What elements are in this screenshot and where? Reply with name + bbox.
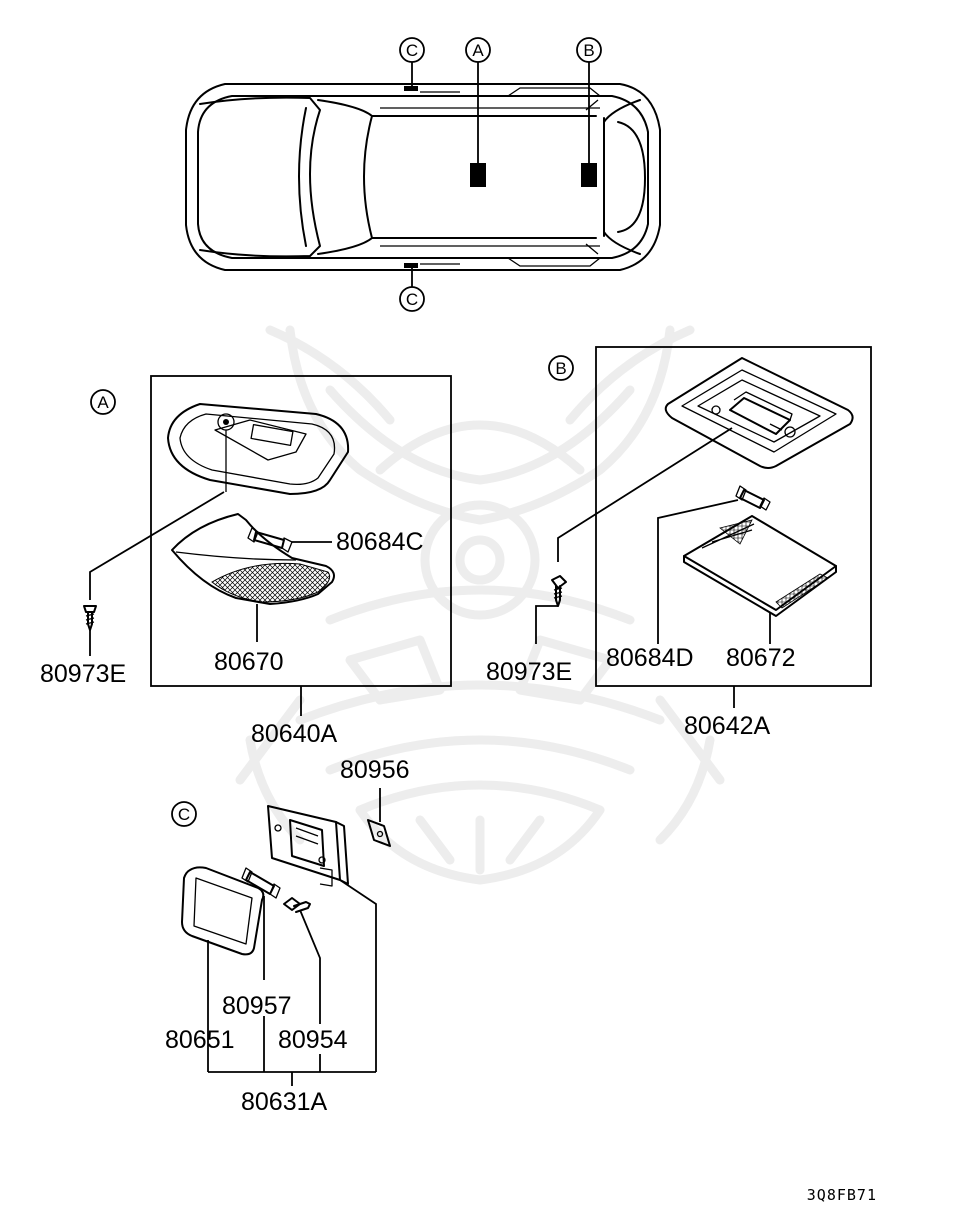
callout-c-top: C: [399, 37, 425, 63]
part-number-80957: 80957: [222, 992, 292, 1020]
svg-text:C: C: [406, 290, 418, 309]
part-number-80670: 80670: [214, 648, 284, 676]
svg-text:B: B: [555, 359, 566, 378]
callout-c-bottom: C: [399, 286, 425, 312]
lamp-location-b: [581, 163, 597, 187]
clip-80956: [367, 819, 391, 847]
pillar-marker-bottom: [404, 263, 418, 268]
lamp-lens-80672: [683, 515, 837, 617]
svg-text:C: C: [406, 41, 418, 60]
part-number-80956: 80956: [340, 756, 410, 784]
part-number-80631a: 80631A: [241, 1088, 328, 1116]
vehicle-top-view: [185, 62, 661, 287]
bulb-80684d: [735, 485, 771, 511]
part-number-80684c: 80684C: [336, 528, 424, 556]
screw-80954: [283, 897, 311, 913]
callout-a-section: A: [90, 389, 116, 415]
bulb-80684c: [247, 527, 293, 553]
part-number-80651: 80651: [165, 1026, 235, 1054]
callout-a-top: A: [465, 37, 491, 63]
watermark-logo: [235, 325, 725, 885]
lamp-lens-80651: [181, 866, 265, 956]
callout-c-section: C: [171, 801, 197, 827]
cargo-lamp-housing-b: [664, 357, 854, 469]
lamp-lens-80670: [171, 513, 335, 605]
callout-b-top: B: [576, 37, 602, 63]
part-number-80973e-b: 80973E: [486, 658, 572, 686]
pillar-marker-top: [404, 86, 418, 91]
part-number-80684d: 80684D: [606, 644, 694, 672]
lamp-bracket: [267, 805, 377, 1072]
svg-text:A: A: [472, 41, 484, 60]
part-number-80973e-a: 80973E: [40, 660, 126, 688]
section-b: B 80973E 80684D: [486, 346, 872, 740]
svg-text:C: C: [178, 805, 190, 824]
callout-b-section: B: [548, 355, 574, 381]
bulb-80957: [241, 867, 281, 899]
part-number-80954: 80954: [278, 1026, 348, 1054]
section-c: C 80956: [165, 756, 410, 1116]
lamp-location-a: [470, 163, 486, 187]
diagram-reference-code: 3Q8FB71: [807, 1186, 877, 1204]
part-number-80640a: 80640A: [251, 720, 338, 748]
svg-text:B: B: [583, 41, 594, 60]
assembly-box-80642a: [595, 346, 872, 687]
part-number-80642a: 80642A: [684, 712, 771, 740]
screw-80973e-a: [83, 605, 97, 631]
part-number-80672: 80672: [726, 644, 796, 672]
section-a: A 80684C: [40, 375, 452, 748]
svg-text:A: A: [97, 393, 109, 412]
dome-lamp-housing-a: [167, 403, 350, 495]
